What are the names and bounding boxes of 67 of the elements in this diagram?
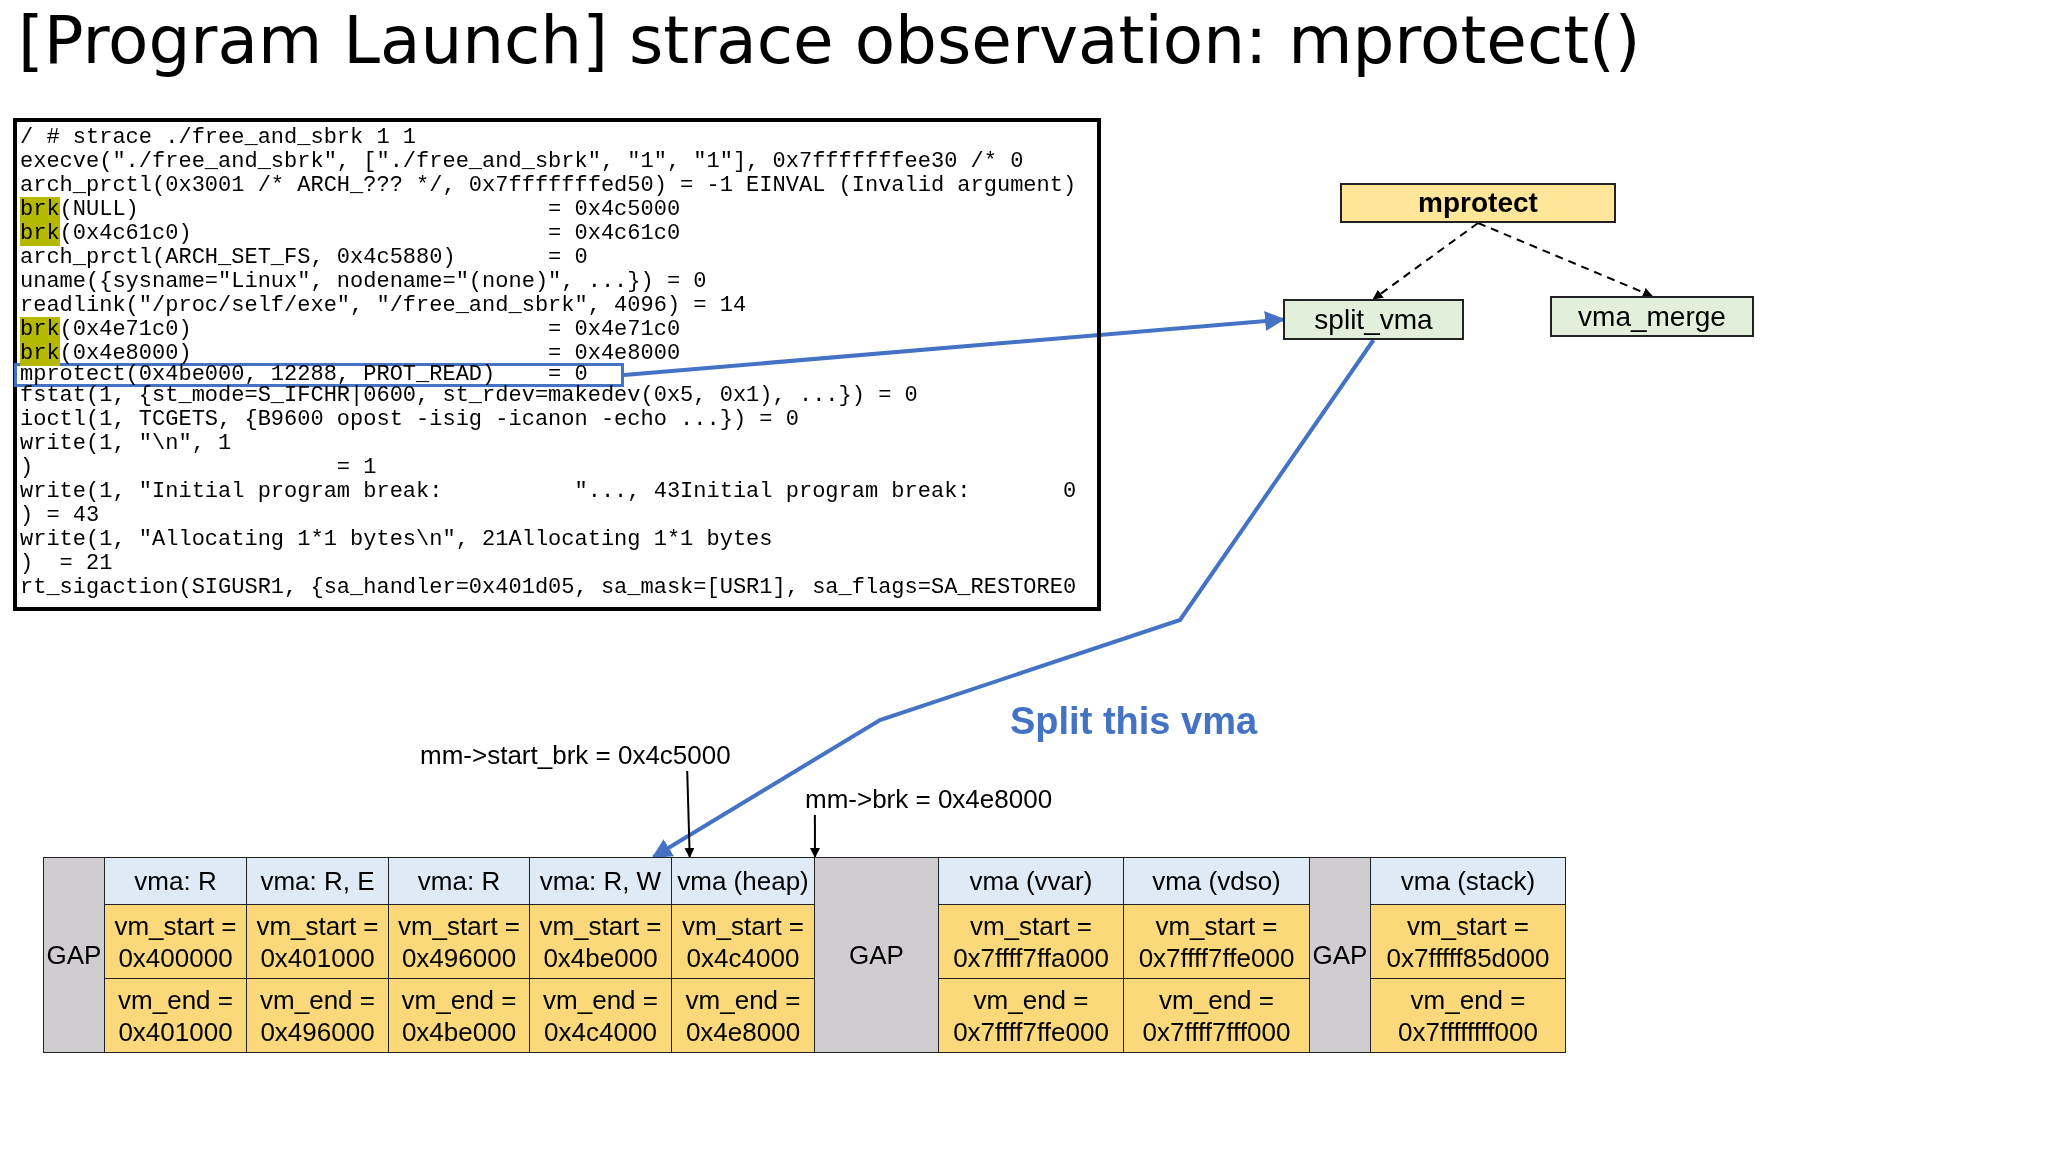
function-box: vma_merge [1550, 296, 1754, 337]
code-line: arch_prctl(0x3001 /* ARCH_??? */, 0x7fffffffed50) = -1 EINVAL (Invalid argument) [20, 174, 1078, 198]
end-address-cell: vm_end = 0x7ffff7fff000 [1124, 978, 1309, 1052]
code-line: fstat(1, {st_mode=S_IFCHR|0600, st_rdev=makedev(0x5, 0x1), ...}) = 0 [20, 384, 919, 408]
vma-column [388, 857, 530, 1053]
leader-arrow [810, 814, 820, 858]
start-address-cell: vm_start = 0x4c4000 [672, 905, 814, 979]
function-box: split_vma [1283, 299, 1464, 340]
start-address-cell: vm_start = 0x401000 [247, 905, 388, 979]
slide-title: [Program Launch] strace observation: mprotect() [18, 2, 1641, 79]
vma-column [104, 857, 247, 1053]
code-line: write(1, "\n", 1 [20, 432, 233, 456]
vma-column [1123, 857, 1310, 1053]
start-address-cell: vm_start = 0x7ffff7ffa000 [939, 905, 1123, 979]
code-line: uname({sysname="Linux", nodename="(none)", ...}) = 0 [20, 270, 708, 294]
edge-label: Split this vma [1010, 700, 1258, 743]
column-header: vma: R [389, 858, 529, 906]
code-line: brk(0x4e71c0) = 0x4e71c0 [20, 318, 682, 342]
gap-cell: GAP [43, 857, 105, 1053]
vma-column [938, 857, 1124, 1053]
code-line: ioctl(1, TCGETS, {B9600 opost -isig -icanon -echo ...}) = 0 [20, 408, 800, 432]
code-line: ) = 21 [20, 552, 114, 576]
function-box: mprotect [1340, 183, 1616, 223]
code-line: / # strace ./free_and_sbrk 1 1 [20, 126, 418, 150]
column-header: vma: R, E [247, 858, 388, 906]
code-line: write(1, "Initial program break: "..., 43Initial program break: 0 [20, 480, 1078, 504]
leader-arrow [684, 770, 695, 858]
end-address-cell: vm_end = 0x4c4000 [530, 978, 671, 1052]
dashed-arrow [1477, 222, 1653, 298]
code-line: arch_prctl(ARCH_SET_FS, 0x4c5880) = 0 [20, 246, 589, 270]
start-address-cell: vm_start = 0x4be000 [530, 905, 671, 979]
column-header: vma (stack) [1371, 858, 1565, 906]
vma-column [1370, 857, 1566, 1053]
arrow [623, 311, 1285, 377]
code-line: execve("./free_and_sbrk", ["./free_and_sbrk", "1", "1"], 0x7fffffffee30 /* 0 [20, 150, 1025, 174]
gap-cell: GAP [1309, 857, 1371, 1053]
column-header: vma (vdso) [1124, 858, 1309, 906]
end-address-cell: vm_end = 0x401000 [105, 978, 246, 1052]
start-address-cell: vm_start = 0x7fffff85d000 [1371, 905, 1565, 979]
gap-cell: GAP [814, 857, 939, 1053]
code-line: ) = 1 [20, 456, 378, 480]
column-header: vma (heap) [672, 858, 814, 906]
end-address-cell: vm_end = 0x496000 [247, 978, 388, 1052]
column-header: vma: R, W [530, 858, 671, 906]
terminal-output-panel [13, 118, 1101, 611]
end-address-cell: vm_end = 0x4be000 [389, 978, 529, 1052]
end-address-cell: vm_end = 0x4e8000 [672, 978, 814, 1052]
arrow [651, 338, 1376, 859]
start-address-cell: vm_start = 0x496000 [389, 905, 529, 979]
code-line: write(1, "Allocating 1*1 bytes\n", 21Allocating 1*1 bytes [20, 528, 774, 552]
vma-column [529, 857, 672, 1053]
column-header: vma: R [105, 858, 246, 906]
pointer-label: mm->start_brk = 0x4c5000 [420, 740, 731, 771]
code-line: brk(NULL) = 0x4c5000 [20, 198, 682, 222]
column-header: vma (vvar) [939, 858, 1123, 906]
code-line: ) = 43 [20, 504, 101, 528]
start-address-cell: vm_start = 0x7ffff7ffe000 [1124, 905, 1309, 979]
end-address-cell: vm_end = 0x7ffff7ffe000 [939, 978, 1123, 1052]
end-address-cell: vm_end = 0x7ffffffff000 [1371, 978, 1565, 1052]
dashed-arrow [1372, 222, 1479, 300]
vma-column [246, 857, 389, 1053]
vma-column [671, 857, 815, 1053]
code-line: brk(0x4c61c0) = 0x4c61c0 [20, 222, 682, 246]
pointer-label: mm->brk = 0x4e8000 [805, 784, 1053, 815]
code-line: readlink("/proc/self/exe", "/free_and_sbrk", 4096) = 14 [20, 294, 748, 318]
start-address-cell: vm_start = 0x400000 [105, 905, 246, 979]
code-line: rt_sigaction(SIGUSR1, {sa_handler=0x401d05, sa_mask=[USR1], sa_flags=SA_RESTORE0 [20, 576, 1078, 600]
